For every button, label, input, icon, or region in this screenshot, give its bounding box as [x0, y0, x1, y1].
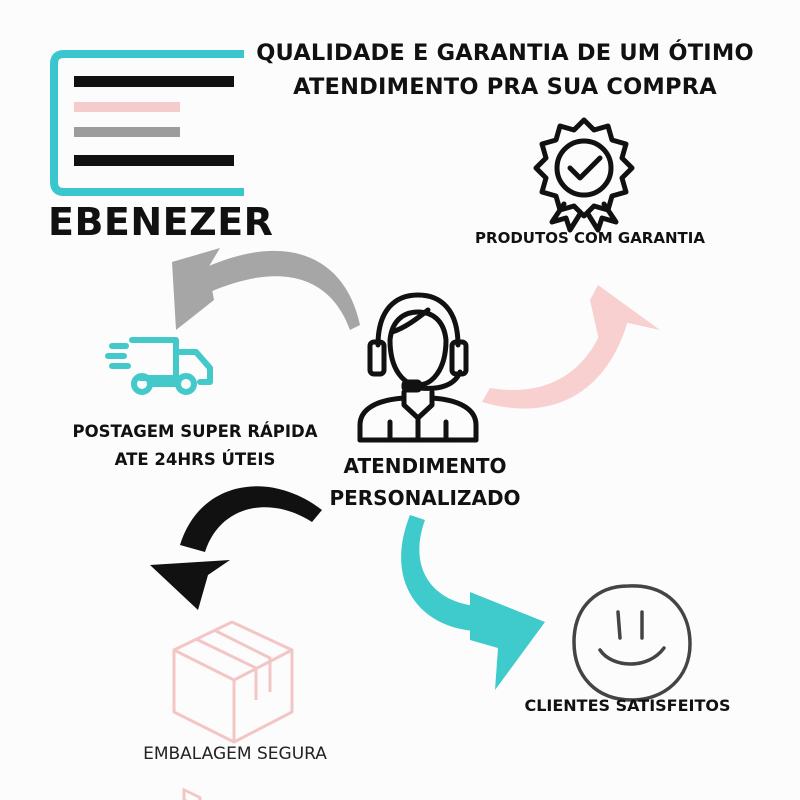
- shipping-label-line-1: POSTAGEM SUPER RÁPIDA: [72, 422, 318, 441]
- award-ribbon-check-icon: [533, 117, 635, 233]
- center-label-line-2: PERSONALIZADO: [329, 486, 521, 510]
- headset-agent-icon: [357, 292, 479, 443]
- shipping-label: POSTAGEM SUPER RÁPIDA ATE 24HRS ÚTEIS: [40, 418, 350, 474]
- teal-arrow: [401, 515, 545, 690]
- warranty-label: PRODUTOS COM GARANTIA: [475, 229, 705, 247]
- package-box-icon: [172, 620, 294, 800]
- packaging-label: EMBALAGEM SEGURA: [143, 744, 327, 764]
- headline-line-1: QUALIDADE E GARANTIA DE UM ÓTIMO: [256, 40, 754, 66]
- customers-label: CLIENTES SATISFEITOS: [524, 696, 731, 715]
- headline: QUALIDADE E GARANTIA DE UM ÓTIMO ATENDIM…: [230, 36, 780, 104]
- headline-line-2: ATENDIMENTO PRA SUA COMPRA: [293, 74, 717, 100]
- black-arrow: [150, 486, 322, 610]
- center-label: ATENDIMENTO PERSONALIZADO: [318, 450, 532, 514]
- brand-name: EBENEZER: [48, 200, 274, 244]
- delivery-truck-icon: [105, 337, 213, 395]
- pink-arrow: [482, 285, 660, 409]
- smiley-face-icon: [572, 584, 692, 702]
- gray-arrow: [172, 248, 360, 330]
- shipping-label-line-2: ATE 24HRS ÚTEIS: [114, 450, 276, 469]
- center-label-line-1: ATENDIMENTO: [343, 454, 507, 478]
- document-lines-logo: [50, 50, 244, 196]
